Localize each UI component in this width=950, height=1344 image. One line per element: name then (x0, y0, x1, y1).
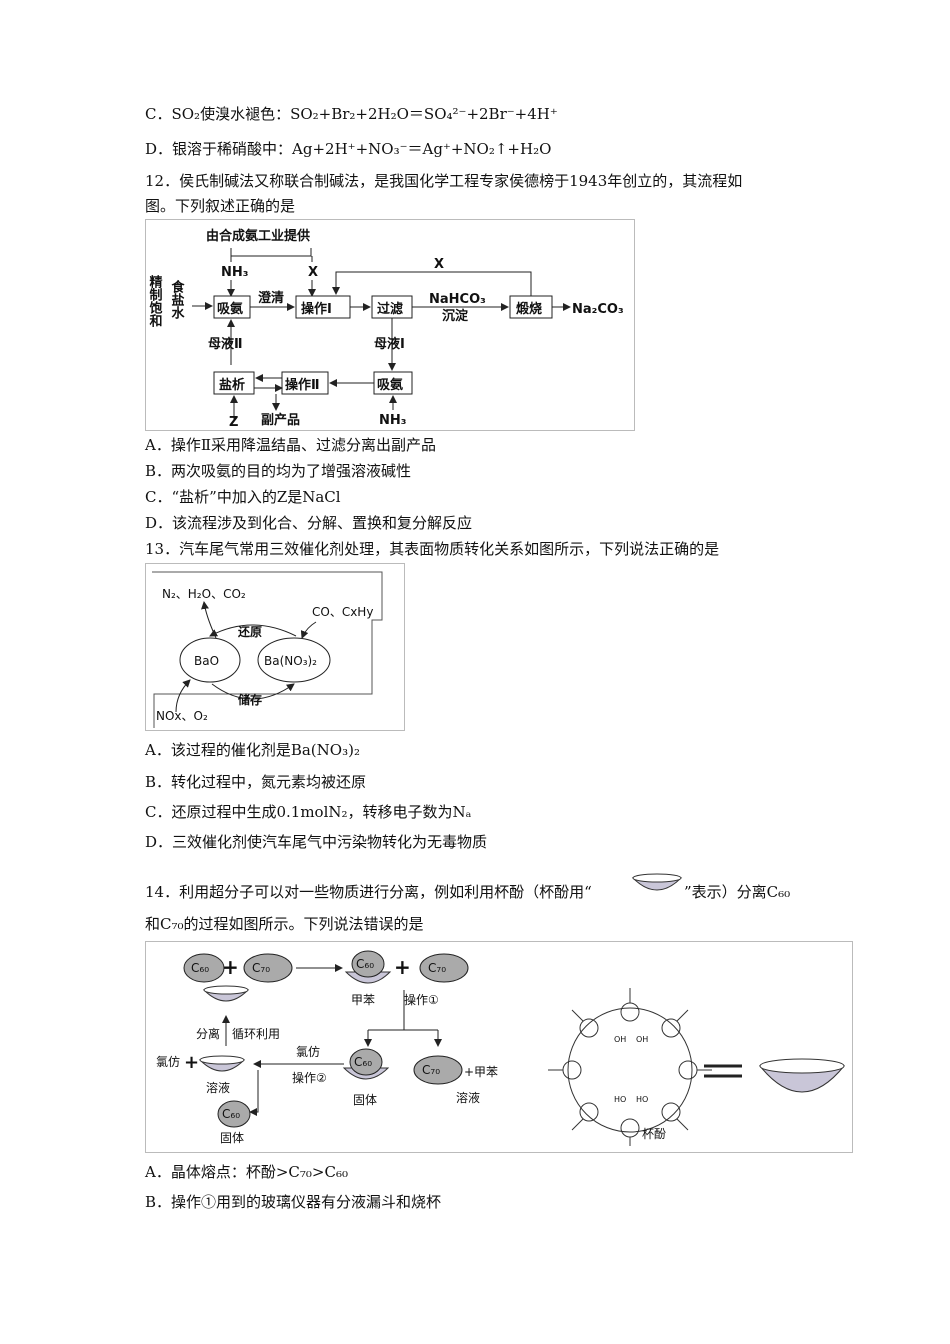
option-12c: C．“盐析”中加入的Z是NaCl (145, 488, 341, 506)
label-toluene: 甲苯 (351, 993, 375, 1007)
box-operation-1: 操作Ⅰ (301, 301, 332, 317)
figure-12-flowchart: 由合成氨工业提供 NH₃ X 精制饱和 食盐水 吸氨 澄清 操作Ⅰ 过滤 NaH… (145, 219, 635, 431)
label-brine-1: 精制饱和 (147, 274, 164, 328)
label-z: Z (229, 415, 238, 430)
label-ho-2: HO (636, 1095, 648, 1104)
label-calixarene: 杯酚 (642, 1127, 666, 1141)
label-x-recycle: X (434, 257, 444, 272)
label-byproduct: 副产品 (261, 412, 300, 428)
label-solution-2: 溶液 (456, 1090, 480, 1105)
option-13a: A．该过程的催化剂是Ba(NO₃)₂ (145, 741, 360, 759)
ball-c70-1: C₇₀ (252, 961, 270, 975)
svg-text:+: + (222, 955, 239, 979)
label-plus-toluene: +甲苯 (464, 1065, 498, 1079)
label-chloroform-2: 氯仿 (296, 1045, 320, 1059)
svg-text:+: + (184, 1052, 199, 1073)
label-op1: 操作① (404, 992, 439, 1007)
box-absorb-ammonia-1: 吸氨 (217, 301, 243, 317)
option-14a: A．晶体熔点：杯酚>C₇₀>C₆₀ (145, 1163, 348, 1181)
label-bao: BaO (194, 654, 219, 668)
label-nh3-bottom: NH₃ (379, 413, 406, 428)
label-op2: 操作② (292, 1070, 327, 1085)
option-14b: B．操作①用到的玻璃仪器有分液漏斗和烧杯 (145, 1193, 442, 1211)
label-clarify: 澄清 (258, 290, 284, 306)
label-brine-2: 食盐水 (169, 279, 185, 320)
box-salting-out: 盐析 (219, 377, 245, 393)
label-precipitate: 沉淀 (442, 308, 469, 324)
label-x-top: X (308, 265, 318, 280)
label-separate: 分离 (196, 1026, 220, 1041)
box-absorb-ammonia-2: 吸氨 (377, 377, 403, 393)
label-mother-liquor-2: 母液Ⅱ (208, 336, 243, 352)
option-13c: C．还原过程中生成0.1molN₂，转移电子数为Nₐ (145, 803, 472, 821)
box-filter: 过滤 (377, 301, 403, 317)
question-14-stem-line1b: ”表示）分离C₆₀ (684, 883, 791, 901)
label-solution-1: 溶液 (206, 1080, 230, 1095)
ball-c70-2: C₇₀ (428, 961, 446, 975)
label-nox: NOx、O₂ (156, 709, 208, 723)
question-14-stem-line2: 和C₇₀的过程如图所示。下列说法错误的是 (145, 915, 424, 933)
ball-c60-1: C₆₀ (191, 961, 209, 975)
ball-c60-2: C₆₀ (356, 957, 374, 971)
option-12b: B．两次吸氨的目的均为了增强溶液碱性 (145, 462, 412, 480)
box-operation-2: 操作Ⅱ (285, 377, 320, 393)
label-reduce: 还原 (237, 624, 262, 639)
label-solid-1: 固体 (220, 1131, 244, 1145)
question-12-stem-line2: 图。下列叙述正确的是 (145, 197, 296, 215)
label-nh3-top: NH₃ (221, 265, 248, 280)
ball-c60-4: C₆₀ (354, 1055, 372, 1069)
figure-14-separation: C₆₀ + C₇₀ C₆₀ + C₇₀ 甲苯 操作① 分离 循环利用 氯仿 + … (145, 941, 853, 1153)
label-ammonia-supply: 由合成氨工业提供 (206, 228, 310, 244)
label-chloroform-1: 氯仿 (156, 1055, 180, 1069)
label-ba-nitrate: Ba(NO₃)₂ (264, 654, 317, 668)
label-reductants: CO、CxHy (312, 605, 373, 619)
question-14-stem-line1a: 14．利用超分子可以对一些物质进行分离，例如利用杯酚（杯酚用“ (145, 883, 592, 901)
label-na2co3: Na₂CO₃ (572, 302, 624, 317)
ball-c60-3: C₆₀ (222, 1107, 240, 1121)
question-12-stem-line1: 12．侯氏制碱法又称联合制碱法，是我国化学工程专家侯德榜于1943年创立的，其流… (145, 172, 743, 190)
option-11c: C．SO₂使溴水褪色：SO₂+Br₂+2H₂O＝SO₄²⁻+2Br⁻+4H⁺ (145, 105, 558, 123)
label-oh-2: OH (636, 1035, 648, 1044)
label-store: 储存 (238, 692, 262, 707)
figure-13-catalyst: N₂、H₂O、CO₂ CO、CxHy BaO Ba(NO₃)₂ 还原 储存 NO… (145, 563, 405, 731)
label-solid-2: 固体 (353, 1093, 377, 1107)
question-13-stem: 13．汽车尾气常用三效催化剂处理，其表面物质转化关系如图所示，下列说法正确的是 (145, 540, 720, 558)
label-ho-1: HO (614, 1095, 626, 1104)
label-nahco3: NaHCO₃ (429, 292, 486, 307)
option-12a: A．操作Ⅱ采用降温结晶、过滤分离出副产品 (145, 436, 437, 454)
option-13d: D．三效催化剂使汽车尾气中污染物转化为无毒物质 (145, 833, 488, 851)
svg-text:+: + (394, 955, 411, 979)
box-calcine: 煅烧 (516, 301, 542, 317)
label-mother-liquor-1: 母液Ⅰ (374, 336, 405, 352)
option-13b: B．转化过程中，氮元素均被还原 (145, 773, 367, 791)
option-12d: D．该流程涉及到化合、分解、置换和复分解反应 (145, 514, 473, 532)
label-oh-1: OH (614, 1035, 626, 1044)
ball-c70-3: C₇₀ (422, 1063, 440, 1077)
label-products: N₂、H₂O、CO₂ (162, 587, 246, 601)
calixarene-bowl-icon (631, 873, 683, 891)
option-11d: D．银溶于稀硝酸中：Ag+2H⁺+NO₃⁻＝Ag⁺+NO₂↑+H₂O (145, 140, 552, 158)
label-recycle: 循环利用 (232, 1027, 280, 1041)
